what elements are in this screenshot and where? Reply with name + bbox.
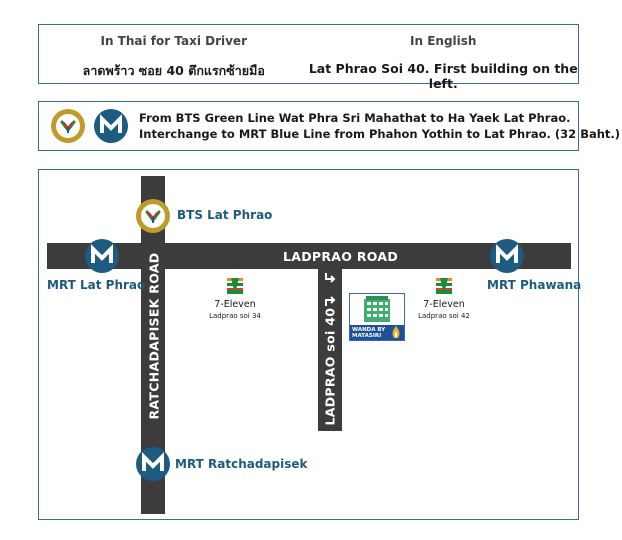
mrt-logo-icon [94,109,128,143]
hotel-name-line-1: WANDA BY [352,327,386,333]
hotel-name-line-2: MATASIRI [352,333,382,339]
hotel-nameplate: WANDA BY MATASIRI [350,325,404,340]
mrt-phawana-icon [490,239,524,273]
hotel-marker: WANDA BY MATASIRI [349,293,405,341]
taxi-instructions-panel: In Thai for Taxi Driver ลาดพร้าว ซอย 40 … [38,24,579,91]
english-heading: In English [410,34,477,48]
location-map: LADPRAO ROAD RATCHADAPISEK ROAD LADPRAO … [38,169,582,520]
thai-heading: In Thai for Taxi Driver [100,34,247,48]
route-line-2: Interchange to MRT Blue Line from Phahon… [139,127,621,141]
mrt-phawana-label: MRT Phawana [487,278,582,292]
ladprao-soi-40-label: LADPRAO soi 40 [322,307,338,426]
flame-logo-icon [392,326,400,338]
mrt-ratchadapisek-label: MRT Ratchadapisek [175,457,308,471]
mrt-lat-phrao-icon [85,239,119,273]
seven-eleven-icon [226,276,244,296]
hotel-name: WANDA BY MATASIRI [352,327,388,339]
bts-lat-phrao-label: BTS Lat Phrao [177,208,273,222]
route-description: From BTS Green Line Wat Phra Sri Mahatha… [139,110,620,142]
store-name: 7-Eleven [214,299,256,310]
store-location: Ladprao soi 34 [209,312,261,320]
ladprao-road-label: LADPRAO ROAD [283,249,399,264]
thai-column: In Thai for Taxi Driver ลาดพร้าว ซอย 40 … [39,25,309,83]
ratchadapisek-road-label: RATCHADAPISEK ROAD [146,252,162,420]
english-directions: Lat Phrao Soi 40. First building on the … [308,61,578,91]
hotel-building-icon [364,296,390,322]
turn-arrow-icon [325,273,336,283]
ladprao-soi-40-road [318,269,342,431]
thai-directions: ลาดพร้าว ซอย 40 ตึกแรกซ้ายมือ [82,63,265,78]
route-line-1: From BTS Green Line Wat Phra Sri Mahatha… [139,111,571,125]
english-column: In English Lat Phrao Soi 40. First build… [309,25,579,91]
turn-arrow-icon [325,296,336,306]
bts-logo-icon [51,109,85,143]
train-route-panel: From BTS Green Line Wat Phra Sri Mahatha… [38,101,620,151]
ladprao-road [47,243,571,269]
seven-eleven-icon [435,276,453,296]
store-name: 7-Eleven [423,299,465,310]
mrt-ratchadapisek-icon [136,447,170,481]
bts-lat-phrao-icon [136,199,170,233]
store-location: Ladprao soi 42 [418,312,470,320]
mrt-lat-phrao-label: MRT Lat Phrao [47,278,146,292]
